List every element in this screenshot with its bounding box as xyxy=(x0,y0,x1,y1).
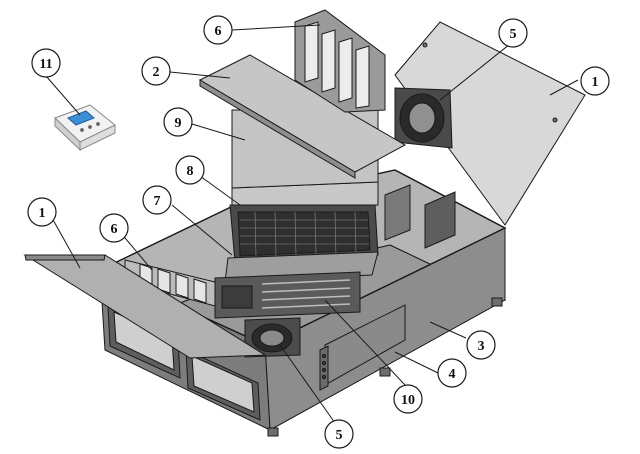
callout-6-top: 6 xyxy=(203,15,233,45)
side-access-panel xyxy=(319,304,406,391)
callout-5-bottom: 5 xyxy=(324,419,354,449)
callout-5-bottom-label: 5 xyxy=(336,428,343,443)
cover-plate xyxy=(198,54,407,179)
callout-3: 3 xyxy=(466,330,496,360)
callout-1-left: 1 xyxy=(27,197,57,227)
callout-1-right: 1 xyxy=(580,66,610,96)
fan-bottom xyxy=(244,317,301,358)
electric-heater xyxy=(214,271,361,319)
leader-lines xyxy=(45,24,579,424)
callout-6-top-label: 6 xyxy=(215,24,222,39)
callout-6-left: 6 xyxy=(99,213,129,243)
callout-8: 8 xyxy=(175,155,205,185)
callout-2: 2 xyxy=(141,56,171,86)
callout-9: 9 xyxy=(163,107,193,137)
filter-left xyxy=(124,259,216,307)
callout-11-label: 11 xyxy=(39,57,52,72)
callout-10: 10 xyxy=(393,384,423,414)
remote-controller xyxy=(54,104,116,152)
callout-5-top-label: 5 xyxy=(510,27,517,42)
callout-2-label: 2 xyxy=(153,65,160,80)
callout-6-left-label: 6 xyxy=(111,222,118,237)
lid-right xyxy=(394,21,586,226)
callout-9-label: 9 xyxy=(175,116,182,131)
callout-10-label: 10 xyxy=(401,393,415,408)
callout-1-right-label: 1 xyxy=(592,75,599,90)
callout-7: 7 xyxy=(142,185,172,215)
callout-5-top: 5 xyxy=(498,18,528,48)
callout-3-label: 3 xyxy=(478,339,485,354)
filter-top xyxy=(294,9,386,113)
duct-openings xyxy=(107,305,261,421)
heat-exchanger-core xyxy=(229,181,379,263)
fan-top xyxy=(394,87,453,149)
callout-4: 4 xyxy=(437,358,467,388)
callout-4-label: 4 xyxy=(449,367,456,382)
callout-1-left-label: 1 xyxy=(39,206,46,221)
callout-7-label: 7 xyxy=(154,194,161,209)
side-openings xyxy=(384,184,456,249)
callout-8-label: 8 xyxy=(187,164,194,179)
callout-11: 11 xyxy=(31,48,61,78)
lid-left xyxy=(23,254,267,359)
